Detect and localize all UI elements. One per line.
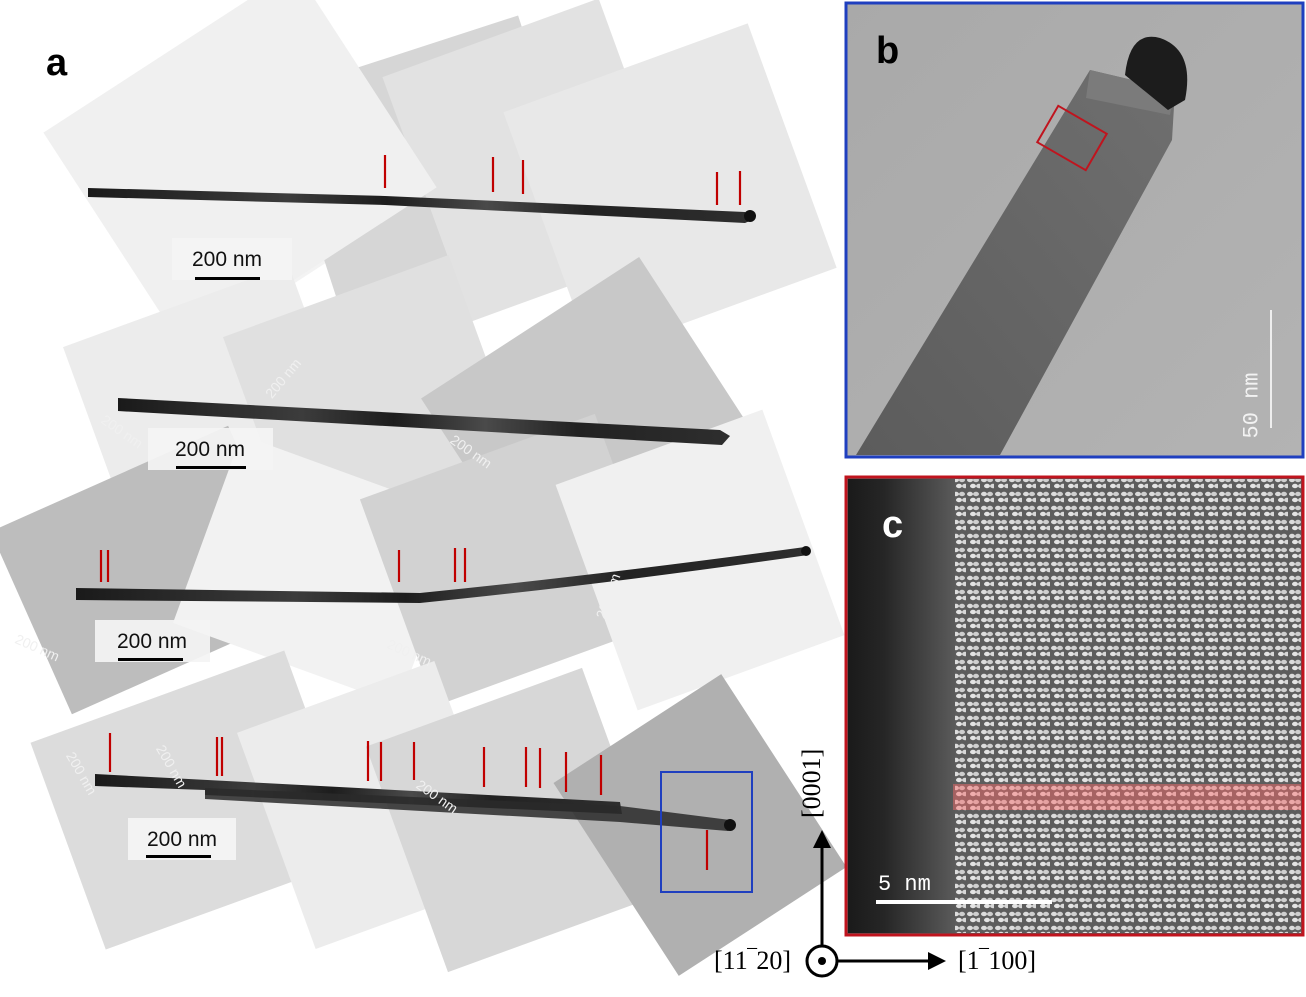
catalyst-droplet — [744, 210, 756, 222]
axis-label-0001: [0001] — [797, 748, 826, 818]
stacking-fault-highlight — [953, 784, 1301, 810]
scale-box — [95, 620, 210, 662]
scale-bar-row3 — [118, 658, 183, 661]
panel-a-mosaic — [0, 0, 847, 976]
roi-box-red — [1035, 104, 1109, 172]
crystal-axes — [805, 830, 946, 978]
tem-frame — [503, 23, 837, 357]
nanowire-4b — [205, 788, 735, 831]
tem-frame — [555, 409, 845, 711]
panel-c-scale-label: 5 nm — [878, 872, 931, 897]
tem-frame — [43, 0, 437, 351]
catalyst-droplet — [801, 546, 811, 556]
panel-c — [844, 475, 1305, 937]
panel-b — [844, 1, 1305, 459]
tem-frame — [365, 667, 665, 973]
scale-bar-row1 — [195, 277, 260, 280]
nanowire-1 — [88, 188, 752, 223]
panel-label-c: c — [882, 504, 904, 546]
atomic-lattice — [955, 479, 1301, 933]
panel-label-a: a — [46, 42, 68, 84]
scale-box — [128, 818, 236, 860]
nanowires — [76, 188, 811, 831]
scale-label-row4: 200 nm — [146, 828, 218, 851]
scale-label-row3: 200 nm — [116, 630, 188, 653]
roi-box-blue — [660, 771, 753, 893]
panel-c-scale-bar — [876, 900, 1052, 904]
scale-label-row2: 200 nm — [174, 438, 246, 461]
nanowire-2 — [118, 398, 730, 445]
panel-b-scale-label: 50 nm — [1239, 372, 1265, 439]
scale-box — [148, 428, 273, 470]
nanowire-3 — [76, 547, 808, 603]
catalyst-droplet — [724, 819, 736, 831]
panel-label-b: b — [876, 30, 900, 72]
scale-box — [172, 238, 292, 280]
axis-label-11-20: [11‾20] — [714, 946, 792, 975]
scale-bar-row2 — [176, 466, 246, 469]
panel-b-nanowire — [856, 70, 1175, 455]
axis-label-1-100: [1‾100] — [958, 946, 1036, 975]
scale-label-row1: 200 nm — [191, 248, 263, 271]
defect-markers — [99, 155, 742, 870]
scale-bar-row4 — [146, 855, 211, 858]
panel-b-droplet — [1125, 36, 1188, 111]
